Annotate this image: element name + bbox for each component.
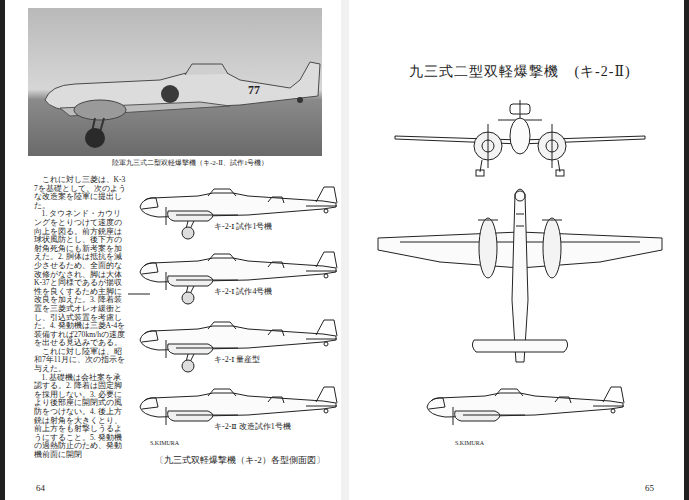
- page-title: 九三式二型双軽爆撃機 (キ-2-Ⅱ): [409, 64, 630, 80]
- artist-signature: S.KIMURA: [150, 440, 179, 447]
- photo-caption: 陸軍九三式二型双軽爆撃機（キ-2-Ⅱ、試作1号機）: [112, 159, 268, 167]
- profile-label: キ-2-Ⅱ 改造試作1号機: [212, 422, 293, 431]
- page-number: 64: [36, 483, 45, 493]
- body-paragraph: 1. タウネンド・カウリングをとりつけて速度の向上を図る。前方銃座は球状風防とし…: [34, 210, 126, 348]
- profile-label: キ-2-Ⅰ 量産型: [212, 355, 263, 364]
- body-paragraph: これに対し三菱は、K-37を基礎として、次のような改造案を陸軍に提出した。: [34, 176, 126, 210]
- text-column: これに対し三菱は、K-37を基礎として、次のような改造案を陸軍に提出した。1. …: [34, 176, 126, 460]
- artist-signature: S.KIMURA: [455, 440, 484, 447]
- profile-label: キ-2-Ⅰ 試作4号機: [212, 287, 275, 296]
- page-number: 65: [645, 483, 654, 493]
- aircraft-number: 77: [248, 84, 260, 98]
- figure-caption: 〔九三式双軽爆撃機（キ-2）各型側面図〕: [155, 455, 325, 465]
- body-paragraph: これに対し陸軍は、昭和7年11月に、次の指示を与えた。: [34, 348, 126, 374]
- body-paragraph: 1. 基礎機は会社案を承認する。2. 降着は固定脚を採用しない。3. 必要により…: [34, 374, 126, 460]
- profile-label: キ-2-Ⅰ 試作1号機: [212, 222, 275, 231]
